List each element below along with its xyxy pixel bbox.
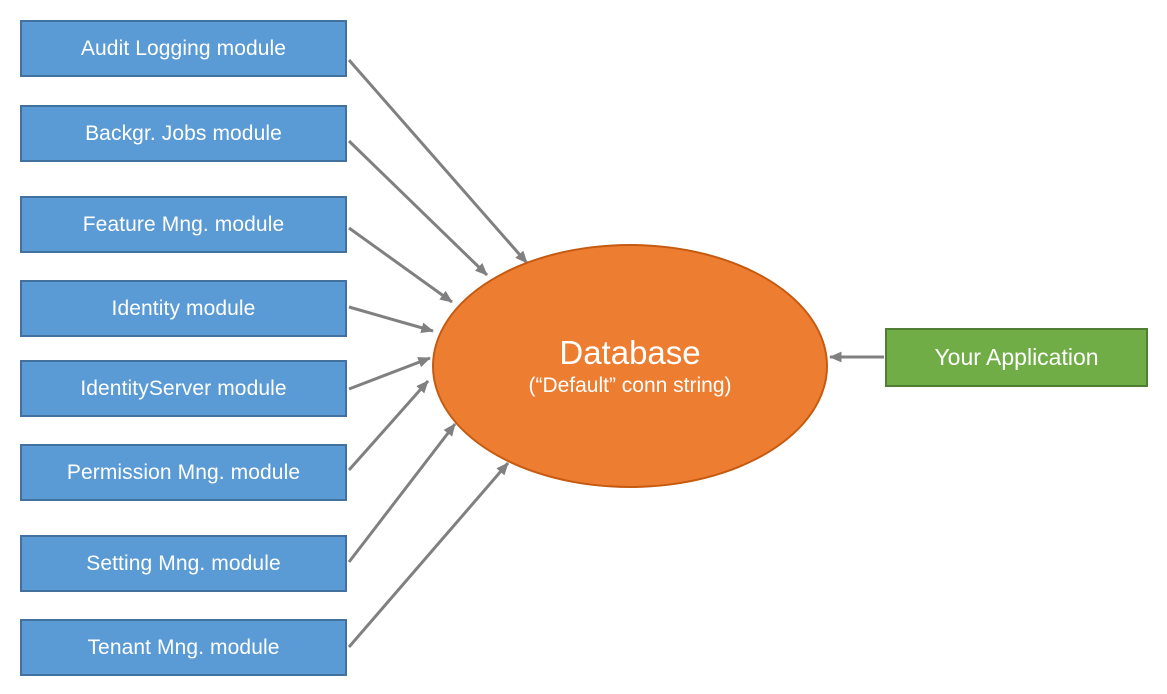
database-subtitle: (“Default” conn string) xyxy=(528,373,732,397)
application-label: Your Application xyxy=(934,344,1099,370)
connector-arrow xyxy=(347,139,489,277)
module-label: Identity module xyxy=(111,296,256,320)
connector-arrow xyxy=(348,226,453,304)
module-box[interactable]: Setting Mng. module xyxy=(20,535,347,592)
module-box[interactable]: Audit Logging module xyxy=(20,20,347,77)
module-label: Setting Mng. module xyxy=(86,551,281,575)
connector-arrow xyxy=(348,356,431,391)
module-label: Backgr. Jobs module xyxy=(85,121,282,145)
module-label: Audit Logging module xyxy=(80,36,287,60)
connector-arrow xyxy=(347,380,430,471)
database-title: Database xyxy=(559,333,701,371)
module-label: Feature Mng. module xyxy=(82,212,285,236)
connector-arrow xyxy=(347,423,457,563)
module-label: IdentityServer module xyxy=(80,376,287,400)
database-node[interactable]: Database (“Default” conn string) xyxy=(432,244,828,488)
connector-arrow xyxy=(347,462,510,648)
module-label: Permission Mng. module xyxy=(66,460,301,484)
module-box[interactable]: IdentityServer module xyxy=(20,360,347,417)
connector-arrow xyxy=(348,305,434,333)
module-box[interactable]: Backgr. Jobs module xyxy=(20,105,347,162)
application-node[interactable]: Your Application xyxy=(885,328,1148,387)
module-box[interactable]: Feature Mng. module xyxy=(20,196,347,253)
module-box[interactable]: Identity module xyxy=(20,280,347,337)
module-box[interactable]: Tenant Mng. module xyxy=(20,619,347,676)
module-box[interactable]: Permission Mng. module xyxy=(20,444,347,501)
module-label: Tenant Mng. module xyxy=(87,635,280,659)
connector-arrow xyxy=(347,59,529,264)
